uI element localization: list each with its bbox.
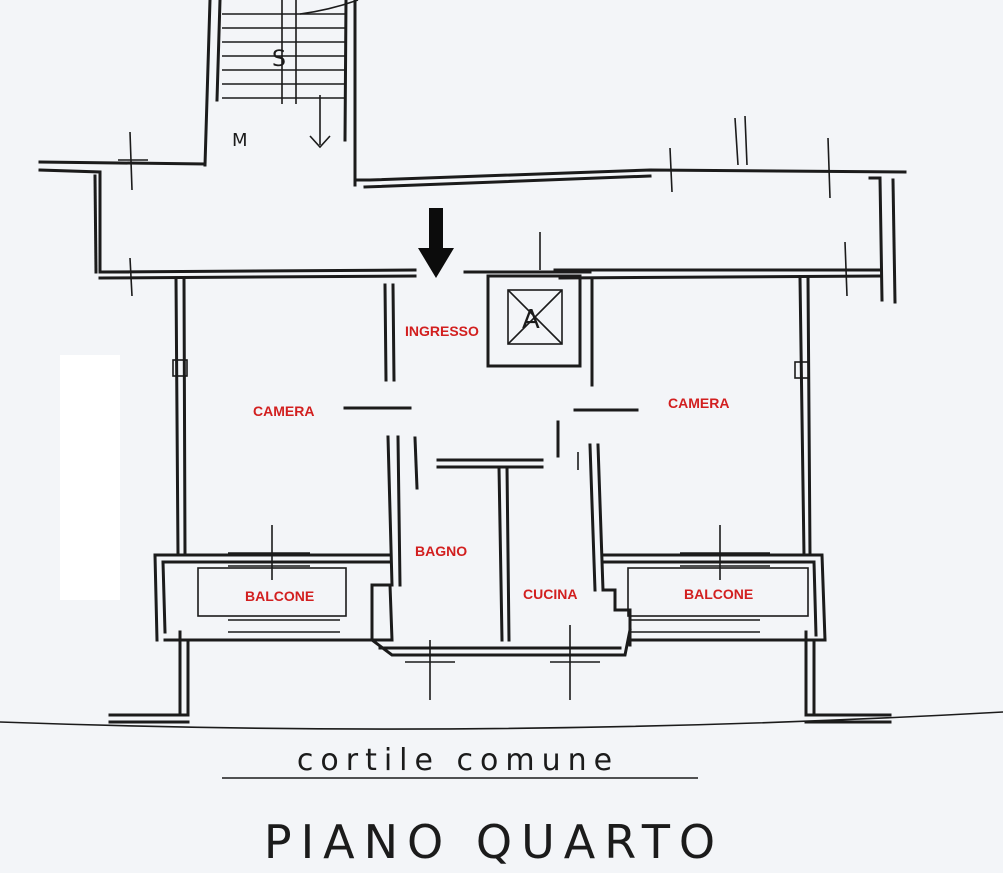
corridor-walls: [38, 115, 907, 304]
room-label-bagno: BAGNO: [415, 543, 467, 559]
subtitle-cortile-comune: cortile comune: [297, 743, 619, 778]
staircase: M S: [203, 0, 359, 187]
courtyard-edge: [0, 711, 1003, 730]
room-labels: INGRESSO CAMERA CAMERA BAGNO CUCINA BALC…: [245, 323, 753, 604]
stair-mark-m: M: [232, 130, 248, 151]
lift-mark: A: [522, 305, 540, 335]
room-label-ingresso: INGRESSO: [405, 323, 479, 339]
room-label-balcone-left: BALCONE: [245, 588, 314, 604]
plan-title: PIANO QUARTO: [264, 815, 724, 869]
room-label-camera-right: CAMERA: [668, 395, 729, 411]
room-label-cucina: CUCINA: [523, 586, 577, 602]
room-label-camera-left: CAMERA: [253, 403, 314, 419]
apartment-walls: A: [98, 232, 892, 724]
stair-mark-s: S: [272, 47, 286, 72]
room-label-balcone-right: BALCONE: [684, 586, 753, 602]
entrance-arrow-icon: [418, 208, 454, 278]
